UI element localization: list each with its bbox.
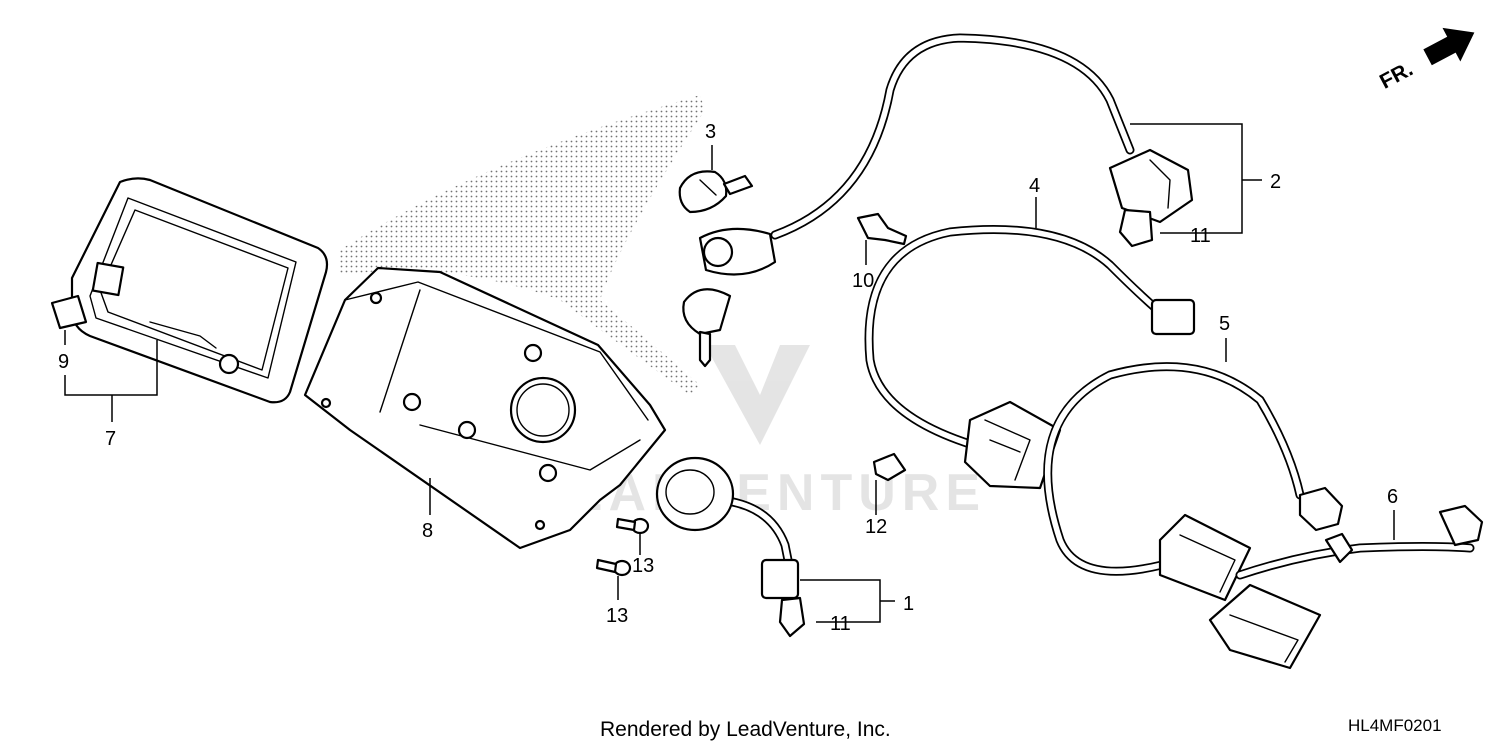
callout-2: 2 xyxy=(1270,171,1281,193)
clamp-12 xyxy=(872,452,907,482)
credit-text: Rendered by LeadVenture, Inc. xyxy=(600,718,891,741)
ignition-switch xyxy=(678,170,777,368)
leader-lines xyxy=(64,123,1395,623)
bolt-13-upper xyxy=(615,517,650,535)
front-direction-arrow: FR. xyxy=(1376,27,1475,94)
diagram-code: HL4MF0201 xyxy=(1348,716,1442,735)
callout-4: 4 xyxy=(1029,175,1040,197)
sub-harness-5 xyxy=(1043,362,1344,670)
meter-stay xyxy=(303,266,667,550)
callout-7: 7 xyxy=(105,428,116,450)
callout-10: 10 xyxy=(852,270,874,292)
front-direction-label: FR. xyxy=(1376,58,1417,94)
callout-9: 9 xyxy=(58,351,69,373)
callout-6: 6 xyxy=(1387,486,1398,508)
bolt-13-lower xyxy=(595,558,632,577)
main-wire-harness xyxy=(770,33,1194,248)
callout-11-lower: 11 xyxy=(830,613,851,635)
callout-11-upper: 11 xyxy=(1190,225,1211,247)
small-clip-10 xyxy=(856,212,908,246)
meter-assembly xyxy=(70,177,329,404)
stipple-shadow xyxy=(340,95,705,395)
callout-labels: 1 2 3 4 5 6 7 8 9 10 11 11 12 13 13 xyxy=(58,121,1398,635)
callout-1: 1 xyxy=(903,593,914,615)
callout-8: 8 xyxy=(422,520,433,542)
meter-cap xyxy=(50,294,88,330)
callout-13-lower: 13 xyxy=(606,605,628,627)
sub-harness-4 xyxy=(864,224,1196,490)
sub-harness-6 xyxy=(1235,504,1484,580)
ignition-wire-sub xyxy=(655,456,806,638)
callout-3: 3 xyxy=(705,121,716,143)
callout-12: 12 xyxy=(865,516,887,538)
callout-5: 5 xyxy=(1219,313,1230,335)
callout-13-upper: 13 xyxy=(632,555,654,577)
